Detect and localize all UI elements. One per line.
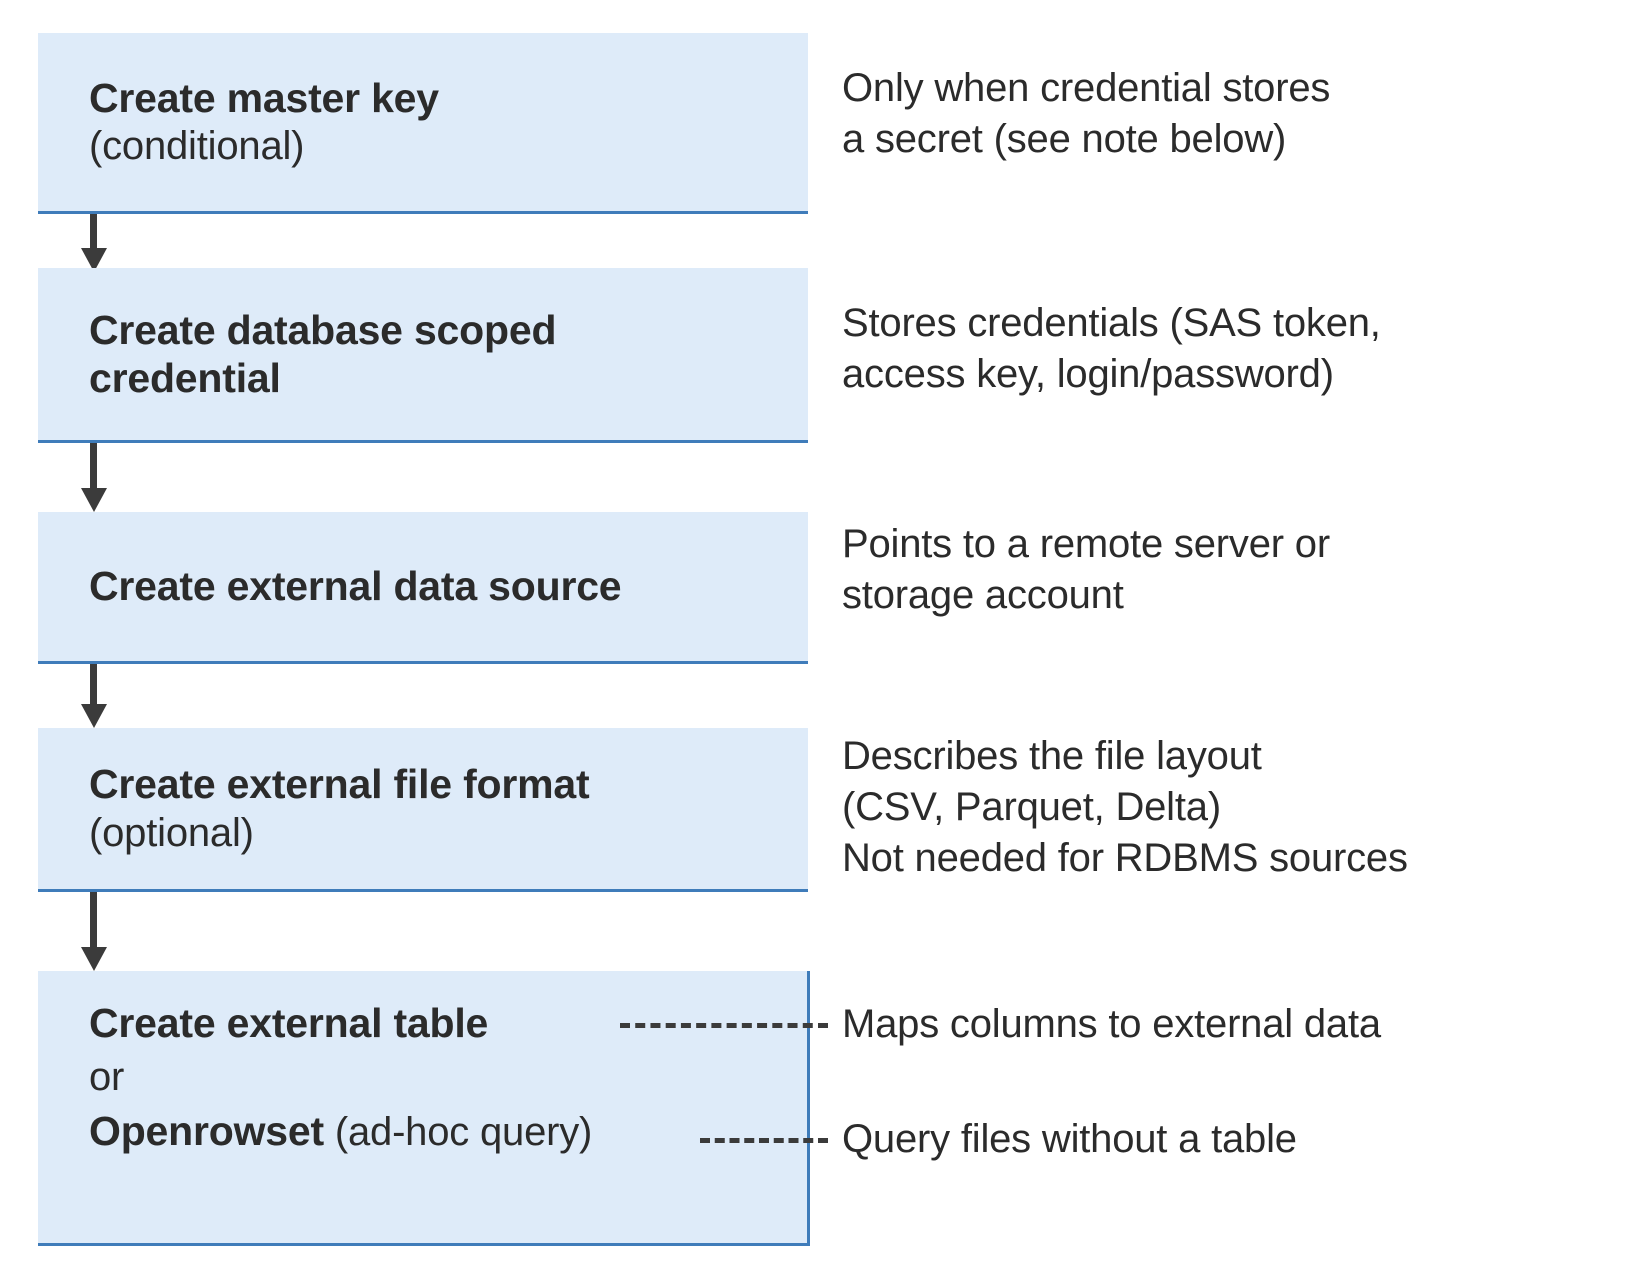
arrow-down-icon bbox=[81, 664, 107, 728]
dashed-connector-openrowset bbox=[700, 1138, 828, 1143]
step-title-create-database-scoped-credential-line2: credential bbox=[89, 355, 281, 401]
annotation-line: a secret (see note below) bbox=[842, 117, 1287, 162]
annotation-create-external-table: Maps columns to external data bbox=[842, 999, 1381, 1050]
step-box-create-external-file-format[interactable]: Create external file format (optional) bbox=[38, 728, 808, 892]
annotation-create-external-file-format: Describes the file layout (CSV, Parquet,… bbox=[842, 731, 1408, 885]
arrow-down-icon bbox=[81, 214, 107, 272]
annotation-create-database-scoped-credential: Stores credentials (SAS token, access ke… bbox=[842, 298, 1381, 400]
step-separator-or: or bbox=[89, 1055, 125, 1100]
annotation-create-master-key: Only when credential stores a secret (se… bbox=[842, 63, 1330, 165]
step-title-openrowset: Openrowset bbox=[89, 1108, 324, 1155]
annotation-line: (CSV, Parquet, Delta) bbox=[842, 785, 1221, 830]
arrow-down-icon bbox=[81, 443, 107, 512]
step-box-create-external-data-source[interactable]: Create external data source bbox=[38, 512, 808, 664]
step-subtitle-create-external-file-format: (optional) bbox=[89, 810, 254, 855]
annotation-line: Only when credential stores bbox=[842, 66, 1331, 110]
annotation-line: Query files without a table bbox=[842, 1117, 1297, 1161]
annotation-openrowset: Query files without a table bbox=[842, 1114, 1297, 1165]
annotation-line: access key, login/password) bbox=[842, 352, 1334, 397]
step-title-openrowset-row: Openrowset (ad-hoc query) bbox=[89, 1107, 793, 1156]
step-title-openrowset-suffix: (ad-hoc query) bbox=[323, 1110, 593, 1155]
dashed-connector-external-table bbox=[620, 1023, 828, 1028]
annotation-create-external-data-source: Points to a remote server or storage acc… bbox=[842, 519, 1330, 621]
annotation-line: Not needed for RDBMS sources bbox=[842, 836, 1408, 881]
annotation-line: Stores credentials (SAS token, bbox=[842, 301, 1381, 345]
step-subtitle-create-master-key: (conditional) bbox=[89, 124, 305, 169]
step-title-create-database-scoped-credential-line1: Create database scoped bbox=[89, 306, 557, 353]
step-title-create-external-table: Create external table bbox=[89, 1000, 489, 1046]
step-box-create-external-table-or-openrowset[interactable]: Create external table or Openrowset (ad-… bbox=[38, 971, 810, 1246]
step-title-create-external-data-source: Create external data source bbox=[89, 563, 622, 610]
step-box-create-database-scoped-credential[interactable]: Create database scoped credential bbox=[38, 268, 808, 443]
step-title-create-master-key: Create master key bbox=[89, 74, 439, 121]
annotation-line: Maps columns to external data bbox=[842, 1002, 1381, 1046]
annotation-line: storage account bbox=[842, 573, 1124, 618]
annotation-line: Points to a remote server or bbox=[842, 522, 1330, 566]
step-title-create-external-file-format: Create external file format bbox=[89, 761, 590, 808]
step-box-create-master-key[interactable]: Create master key (conditional) bbox=[38, 33, 808, 214]
annotation-line: Describes the file layout bbox=[842, 734, 1262, 778]
arrow-down-icon bbox=[81, 892, 107, 971]
